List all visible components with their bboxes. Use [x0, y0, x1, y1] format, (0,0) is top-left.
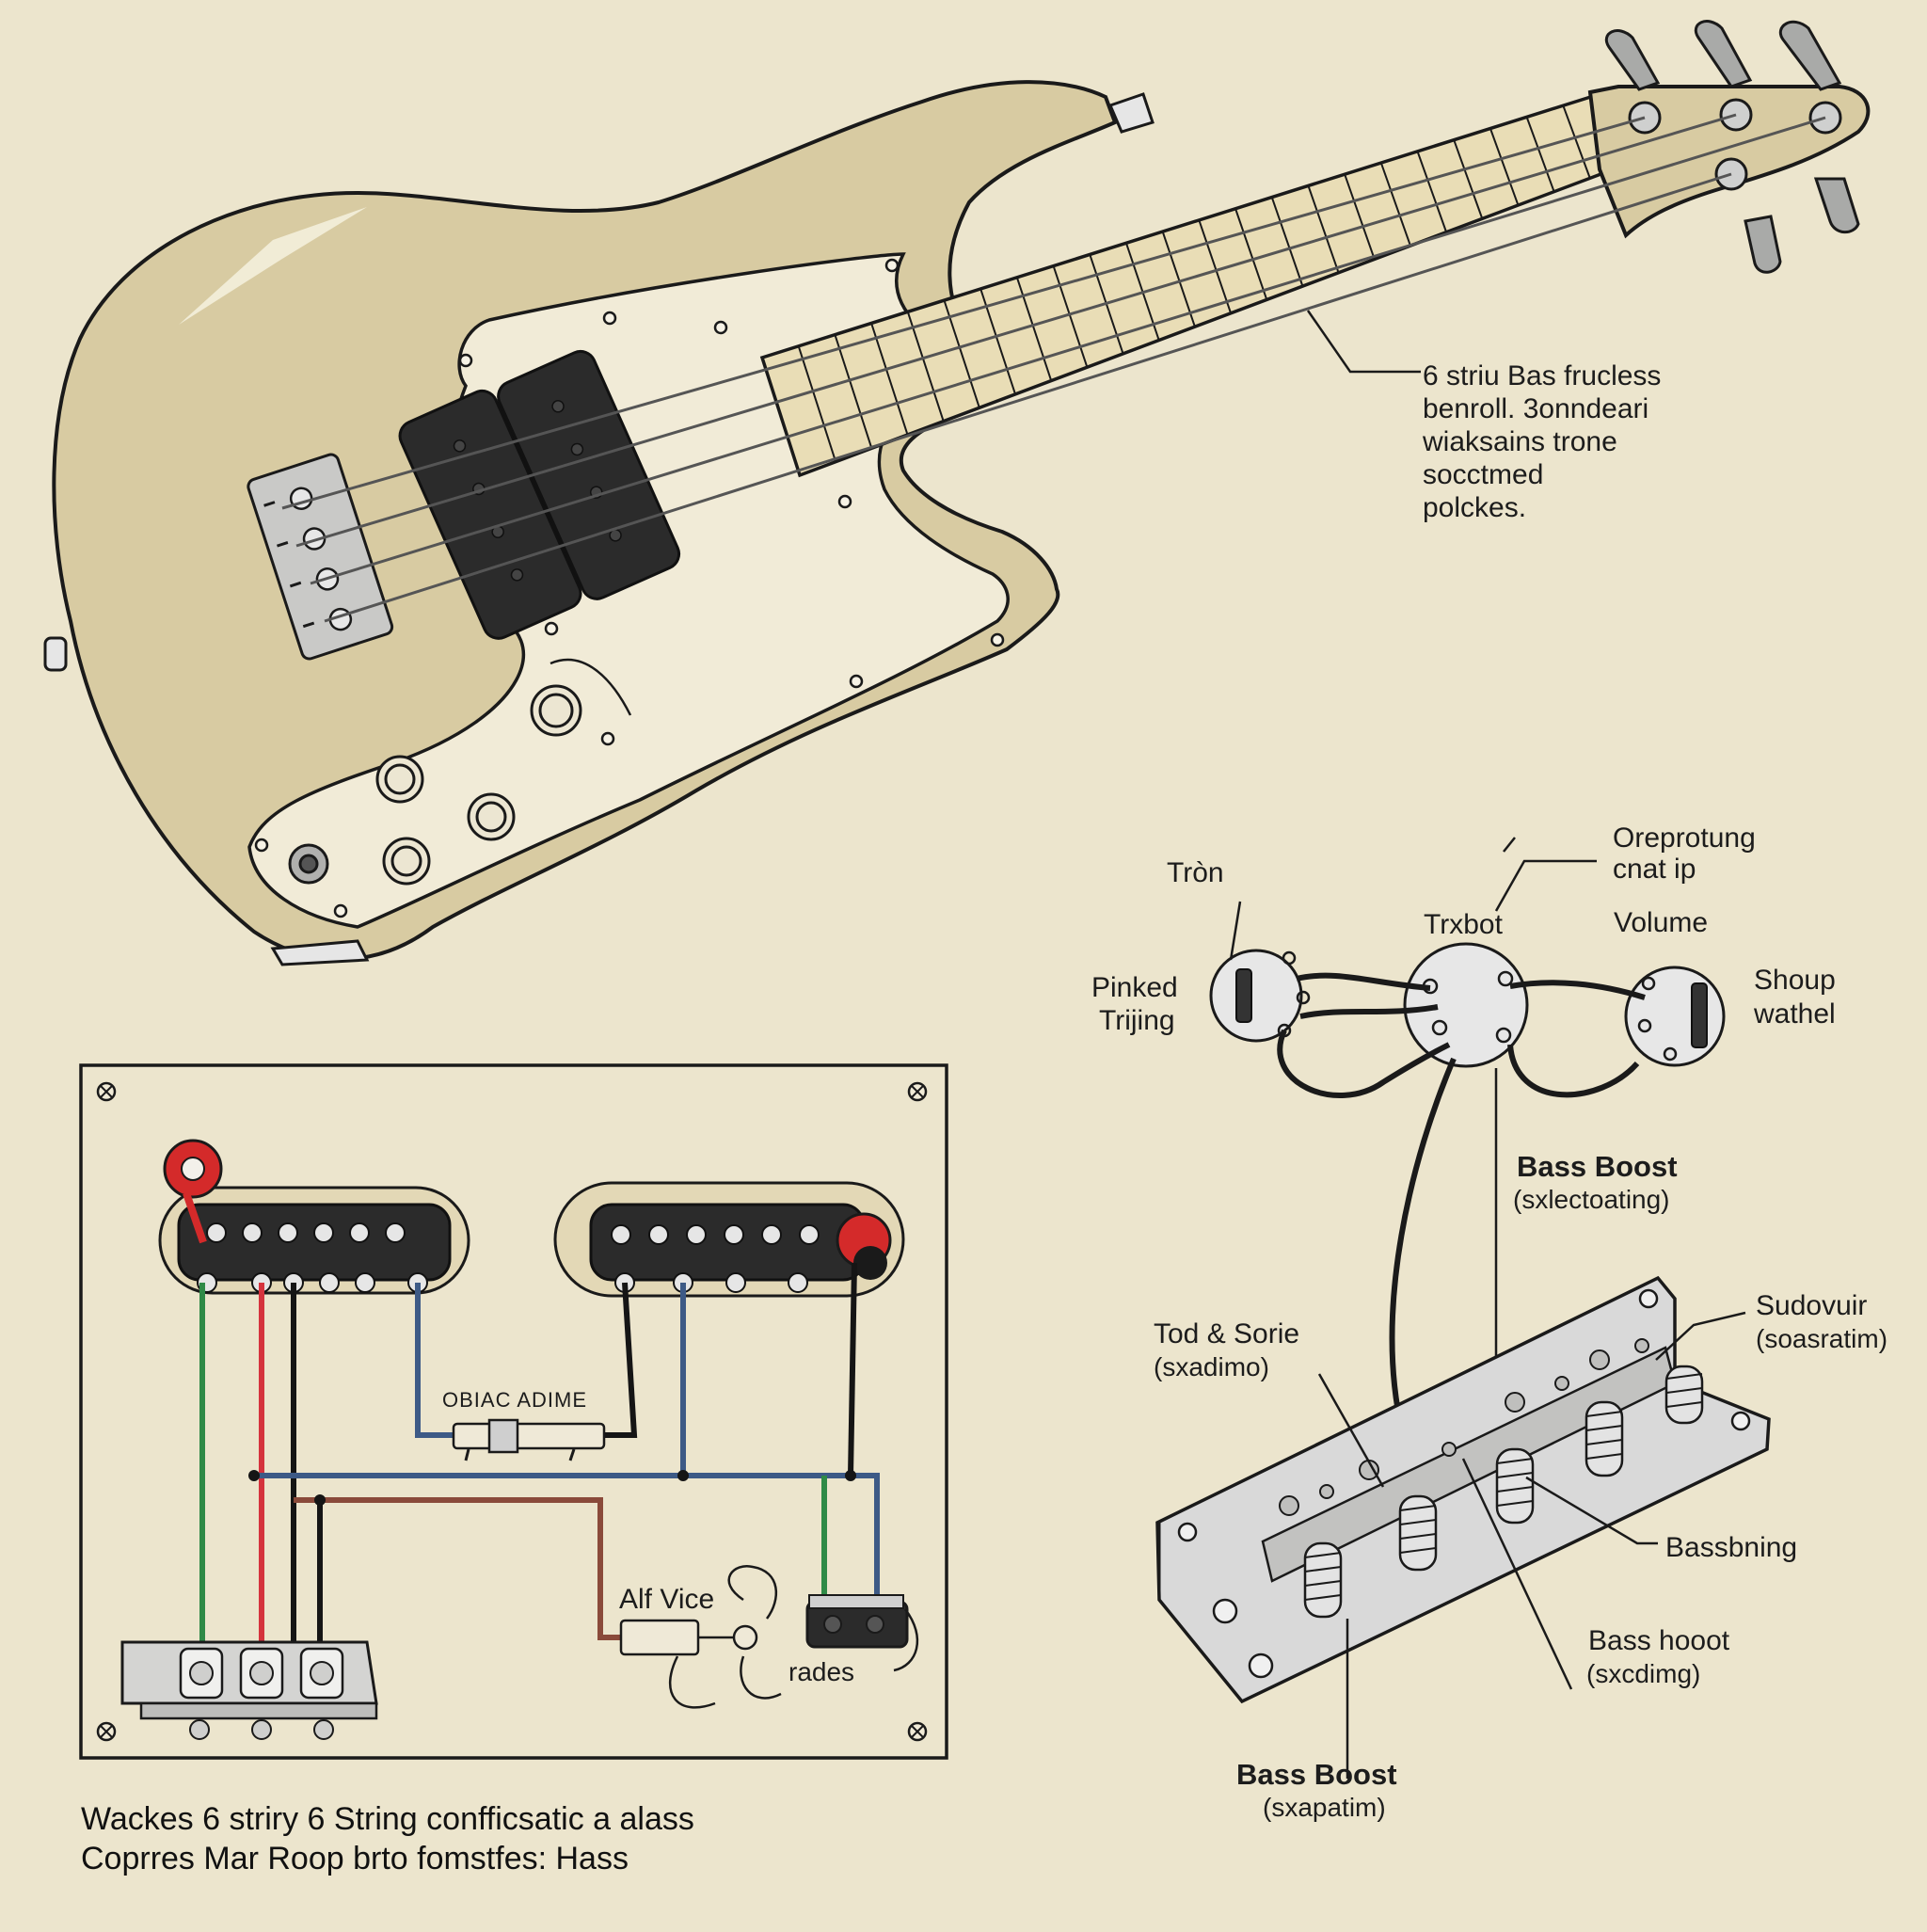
obiac-switch	[452, 1418, 606, 1461]
wires	[199, 1262, 880, 1658]
fret	[1344, 173, 1376, 260]
fret	[1525, 117, 1555, 193]
fret	[797, 345, 837, 462]
fret	[1489, 128, 1520, 206]
bass-bridge	[247, 453, 394, 661]
bridge-plate	[1155, 1275, 1771, 1779]
humbucker-left	[158, 1186, 470, 1295]
selector-switch-block	[805, 1594, 919, 1672]
control-wire	[549, 658, 632, 716]
wire-black-3	[602, 1282, 638, 1438]
fret	[1453, 139, 1484, 219]
label-volume: Volume	[1614, 907, 1709, 938]
wire-brown	[294, 1497, 636, 1640]
label-bass-hooot-sub: (sxcdimg)	[1586, 1659, 1701, 1688]
pot-center	[1403, 942, 1529, 1068]
fret	[1562, 104, 1591, 179]
fret	[1270, 197, 1304, 287]
wire-blue-1	[415, 1283, 454, 1438]
neck-callout-text: 6 striu Bas frucless benroll. 3onndeari …	[1423, 359, 1661, 524]
fret	[1416, 151, 1448, 233]
label-bass-boost-1: Bass Boost	[1517, 1150, 1678, 1183]
fret	[834, 334, 873, 449]
wire-black-4	[848, 1262, 857, 1477]
panel-screw-slots	[100, 1085, 924, 1738]
neck-callout-line: wiaksains trone	[1423, 426, 1617, 457]
plate-holes	[1177, 1288, 1751, 1679]
label-bass-hooot: Bass hooot	[1588, 1625, 1730, 1656]
saddle-screws	[1279, 1338, 1649, 1516]
label-oreprotung-sub: cnat ip	[1613, 854, 1696, 885]
pickup-wiring-panel	[79, 1063, 948, 1760]
diagram-caption: Wackes 6 striry 6 String confficsatic a …	[81, 1799, 694, 1878]
label-sudovuir: Sudovuir	[1756, 1290, 1868, 1321]
label-bass-boost-2: Bass Boost	[1236, 1758, 1397, 1791]
neck-callout-leader	[1306, 310, 1421, 374]
pickup-neck	[398, 389, 582, 640]
label-alf-vice: Alf Vice	[619, 1584, 715, 1615]
label-pinked-sub: Trijing	[1099, 1005, 1175, 1036]
label-obiac: OBIAC ADIME	[442, 1388, 588, 1412]
label-oreprotung: Oreprotung	[1613, 822, 1756, 854]
pickguard-screws	[254, 258, 1005, 918]
oreprotung-leader	[1494, 859, 1597, 912]
fret	[906, 311, 945, 422]
fret	[1379, 162, 1411, 247]
fret	[1198, 219, 1233, 314]
fret	[1052, 265, 1089, 368]
label-rades: rades	[788, 1657, 855, 1686]
humbucker-right	[553, 1181, 905, 1298]
red-marker-right	[836, 1212, 892, 1280]
neck-callout-line: socctmed	[1423, 459, 1544, 490]
pot-left	[1209, 949, 1311, 1043]
label-bass-boost-1-sub: (sxlectoating)	[1513, 1185, 1670, 1214]
label-pinked: Pinked	[1091, 972, 1178, 1003]
spring-coils	[1304, 1373, 1703, 1601]
wire-blue-bus	[254, 1473, 880, 1609]
label-tron: Tròn	[1167, 857, 1224, 888]
neck-callout-line: benroll. 3onndeari	[1423, 393, 1649, 424]
output-terminal-block	[120, 1640, 378, 1740]
label-shoup-sub: wathel	[1754, 998, 1836, 1030]
output-jack	[270, 939, 370, 966]
fret	[1234, 208, 1268, 300]
alf-vice-component	[619, 1564, 782, 1709]
label-trxbot: Trxbot	[1424, 909, 1503, 940]
tuning-pegs	[1605, 20, 1860, 274]
label-sudovuir-sub: (soasratim)	[1756, 1324, 1888, 1353]
label-shoup: Shoup	[1754, 965, 1836, 996]
wire-junctions	[248, 1470, 856, 1506]
strap-button-bottom	[43, 636, 68, 672]
caption-line: Wackes 6 striry 6 String confficsatic a …	[81, 1801, 694, 1837]
bridge-leaders	[1317, 1311, 1746, 1779]
caption-line: Coprres Mar Roop brto fomstfes: Hass	[81, 1841, 629, 1876]
strap-button	[1107, 92, 1155, 134]
label-tod-sorie-sub: (sxadimo)	[1154, 1352, 1269, 1381]
red-marker-left	[163, 1139, 223, 1244]
label-tod-sorie: Tod & Sorie	[1154, 1318, 1300, 1349]
trxbot-leader	[1503, 837, 1516, 853]
neck-callout-line: 6 striu Bas frucless	[1423, 360, 1662, 391]
bass-guitar	[43, 20, 1871, 966]
fret	[1307, 185, 1340, 274]
neck-callout-line: polckes.	[1423, 492, 1527, 523]
controls-wiring	[1209, 837, 1726, 1485]
control-knobs	[288, 684, 582, 886]
pot-right	[1624, 966, 1726, 1067]
strings	[281, 113, 1826, 623]
label-bassbning: Bassbning	[1665, 1532, 1798, 1563]
tron-leader	[1229, 901, 1242, 961]
fret	[870, 323, 909, 436]
panel-frame	[79, 1063, 948, 1760]
fret	[1161, 231, 1196, 327]
label-bass-boost-2-sub: (sxapatim)	[1263, 1793, 1386, 1822]
